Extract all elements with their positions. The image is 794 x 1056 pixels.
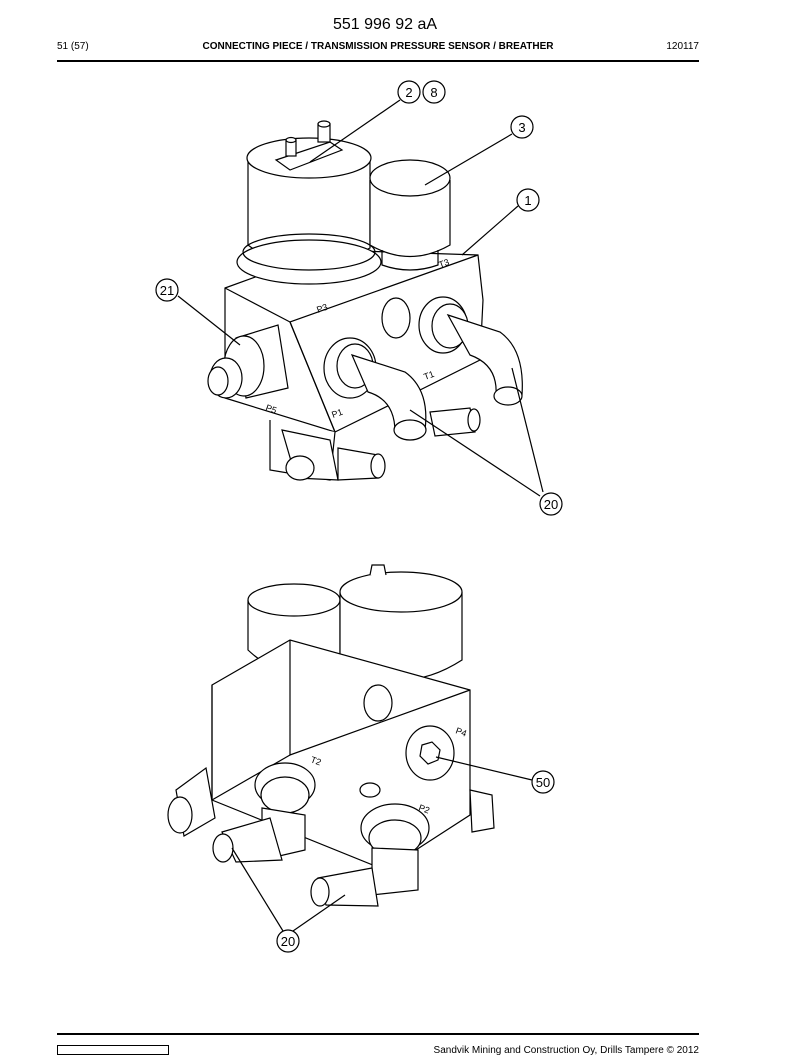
top-callouts: 2 8 3 1 21 20 bbox=[155, 80, 563, 516]
port-label-p4: P4 bbox=[454, 725, 468, 738]
header-rule bbox=[57, 60, 699, 62]
callout-1: 1 bbox=[524, 193, 531, 208]
company-logo bbox=[57, 1045, 169, 1055]
page-header: 51 (57) CONNECTING PIECE / TRANSMISSION … bbox=[57, 41, 699, 55]
port-label-p2: P2 bbox=[417, 802, 431, 815]
page-reference: 51 (57) bbox=[57, 41, 89, 52]
callout-3: 3 bbox=[518, 120, 525, 135]
callout-2: 2 bbox=[405, 85, 412, 100]
footer-rule bbox=[57, 1033, 699, 1035]
callout-20-top: 20 bbox=[544, 497, 558, 512]
callout-21: 21 bbox=[160, 283, 174, 298]
callout-circle bbox=[531, 770, 555, 794]
port-label-t3: T3 bbox=[437, 257, 450, 270]
footer-copyright: Sandvik Mining and Construction Oy, Dril… bbox=[433, 1045, 699, 1056]
date-code: 120117 bbox=[666, 41, 699, 52]
callout-circle bbox=[155, 278, 179, 302]
callout-20-bottom: 20 bbox=[281, 934, 295, 949]
callout-circle bbox=[510, 115, 534, 139]
port-label-p5: P5 bbox=[264, 402, 278, 415]
callout-circle bbox=[422, 80, 446, 104]
callout-circle bbox=[516, 188, 540, 212]
port-label-p3: P3 bbox=[315, 302, 329, 315]
top-assembly-view: P3 T3 T1 P1 P5 2 8 3 1 21 20 bbox=[155, 80, 563, 516]
callout-8: 8 bbox=[430, 85, 437, 100]
port-label-p1: P1 bbox=[330, 407, 344, 420]
port-label-t1: T1 bbox=[422, 369, 435, 382]
callout-circle bbox=[397, 80, 421, 104]
bottom-callouts: 50 20 bbox=[276, 770, 555, 953]
document-number: 551 996 92 aA bbox=[332, 16, 438, 33]
section-title: CONNECTING PIECE / TRANSMISSION PRESSURE… bbox=[202, 41, 554, 52]
port-label-t2: T2 bbox=[309, 754, 322, 767]
bottom-assembly-view: P4 T2 P2 50 20 bbox=[167, 564, 555, 953]
callout-circle bbox=[539, 492, 563, 516]
callout-circle bbox=[276, 929, 300, 953]
callout-50: 50 bbox=[536, 775, 550, 790]
